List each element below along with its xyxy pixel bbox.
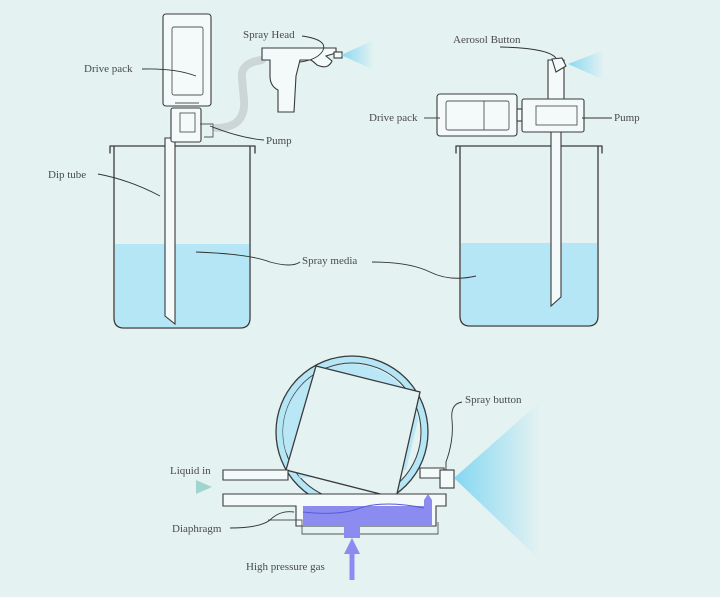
label-dip-tube: Dip tube xyxy=(48,169,86,181)
spray-mist-bottom xyxy=(454,402,540,560)
label-drive-pack-left: Drive pack xyxy=(84,63,133,75)
liquid-in-channel xyxy=(222,469,289,481)
label-pump-right: Pump xyxy=(614,112,640,124)
spray-mist-top-left xyxy=(341,40,374,70)
left-liquid xyxy=(115,244,249,327)
right-jar-rim xyxy=(455,145,603,154)
dip-tube-left xyxy=(164,137,176,326)
label-diaphragm: Diaphragm xyxy=(172,523,222,535)
label-spray-head: Spray Head xyxy=(243,29,295,41)
leader-lines xyxy=(97,35,612,529)
labels: Drive pack Spray Head Pump Dip tube Spra… xyxy=(48,29,640,573)
hose-left xyxy=(212,56,266,132)
right-liquid xyxy=(461,243,597,325)
drive-pack-left xyxy=(162,13,212,107)
left-jar-rim xyxy=(109,145,256,154)
trigger-sprayer-illustration xyxy=(109,13,374,329)
left-jar xyxy=(113,146,251,329)
pump-left xyxy=(170,107,202,143)
right-jar xyxy=(459,146,599,327)
label-aerosol-button: Aerosol Button xyxy=(453,34,521,46)
label-spray-button: Spray button xyxy=(465,394,522,406)
spray-head xyxy=(261,47,337,113)
label-high-pressure-gas: High pressure gas xyxy=(246,561,325,573)
diaphragm-pump-illustration xyxy=(170,355,540,580)
spray-mist-top-right xyxy=(568,50,604,80)
spray-button xyxy=(439,469,455,489)
aerosol-pump-illustration xyxy=(436,50,604,327)
label-spray-media: Spray media xyxy=(302,255,357,267)
label-pump-left: Pump xyxy=(266,135,292,147)
high-pressure-gas-area xyxy=(303,494,432,526)
pump-right xyxy=(521,98,585,133)
label-liquid-in: Liquid in xyxy=(170,465,211,477)
label-drive-pack-right: Drive pack xyxy=(369,112,418,124)
